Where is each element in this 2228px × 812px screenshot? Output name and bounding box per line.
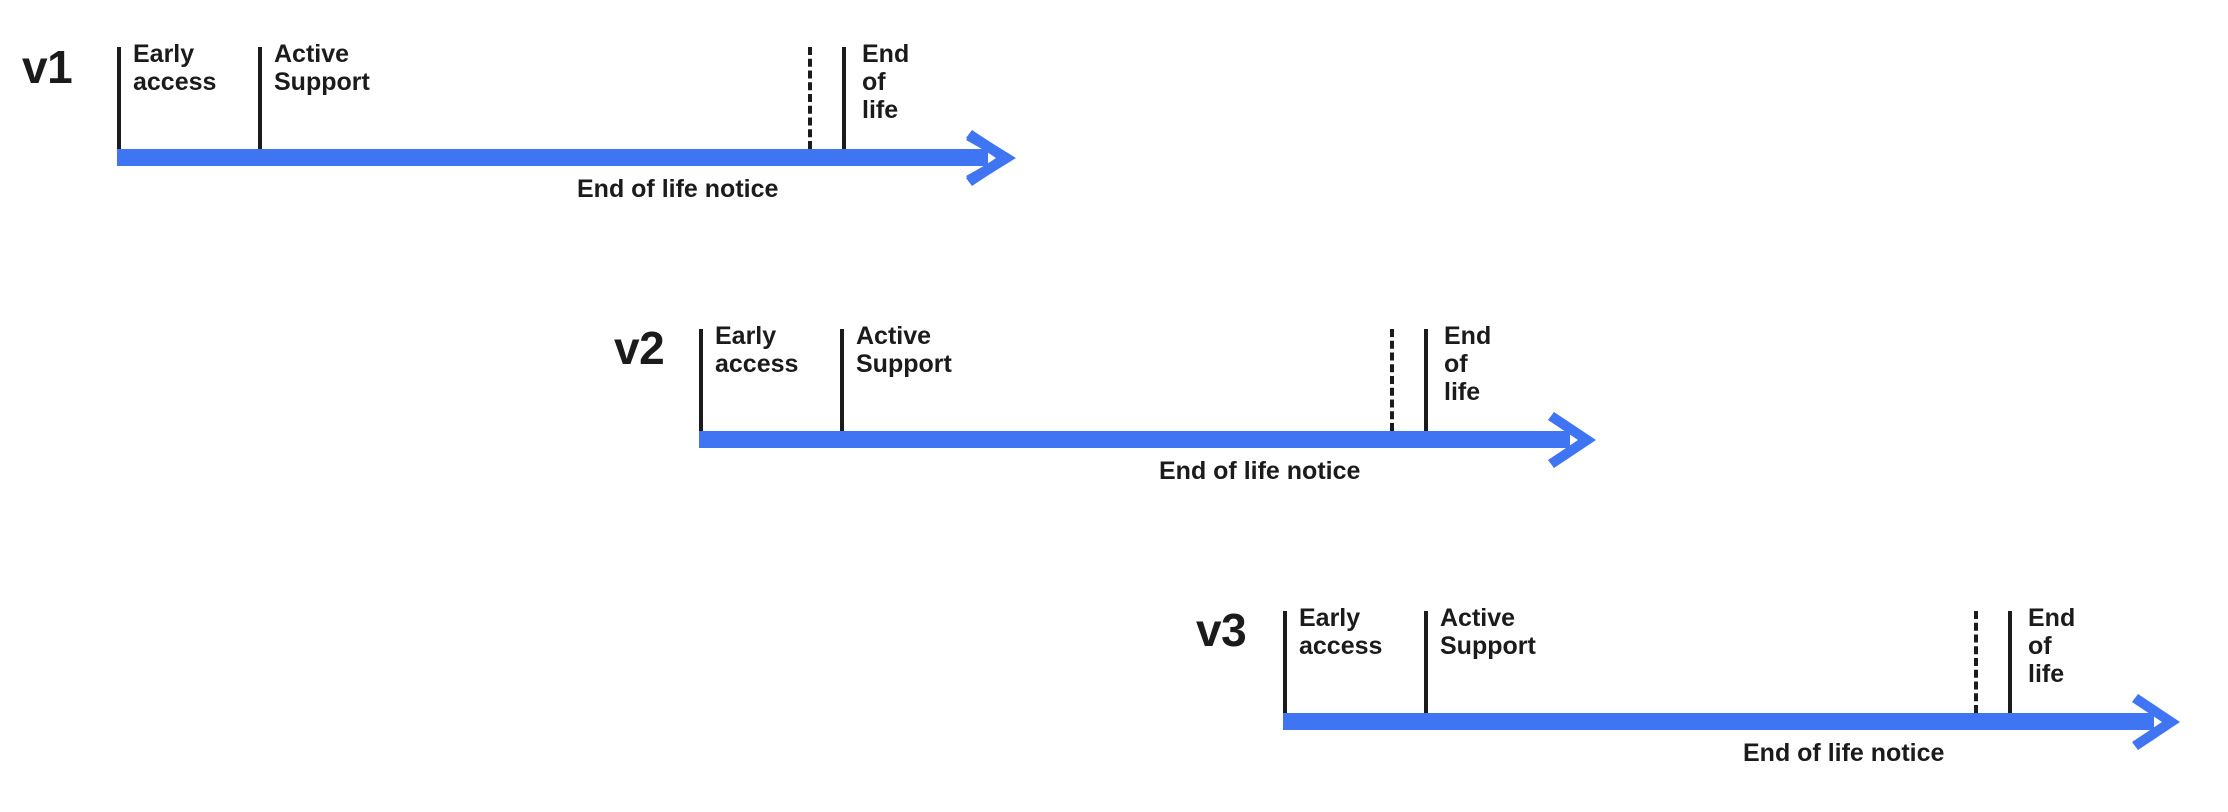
phase-label-active-support-v2: Active Support xyxy=(856,322,952,378)
marker-active-support-start-v1 xyxy=(258,47,262,149)
version-label-v3: v3 xyxy=(1196,604,1247,656)
marker-early-access-start-v2 xyxy=(699,329,703,431)
version-label-v1: v1 xyxy=(22,41,73,93)
marker-early-access-start-v1 xyxy=(117,47,121,149)
phase-label-end-of-life-v1: End of life xyxy=(862,40,910,124)
marker-early-access-start-v3 xyxy=(1283,611,1287,713)
marker-end-of-life-start-v1 xyxy=(842,47,846,149)
timeline-arrow-head-v3 xyxy=(2132,694,2180,750)
phase-label-end-of-life-v3: End of life xyxy=(2028,604,2076,688)
marker-end-of-life-notice-v2 xyxy=(1390,329,1394,431)
timeline-bar-v3 xyxy=(1283,713,2154,730)
marker-end-of-life-notice-v3 xyxy=(1974,611,1978,713)
phase-label-active-support-v3: Active Support xyxy=(1440,604,1536,660)
notice-label-v1: End of life notice xyxy=(577,175,779,203)
notice-label-v2: End of life notice xyxy=(1159,457,1361,485)
phase-label-end-of-life-v2: End of life xyxy=(1444,322,1492,406)
timeline-arrow-head-v1 xyxy=(966,130,1016,186)
marker-active-support-start-v3 xyxy=(1424,611,1428,713)
timeline-arrow-head-v2 xyxy=(1548,412,1596,468)
marker-end-of-life-start-v3 xyxy=(2008,611,2012,713)
phase-label-active-support-v1: Active Support xyxy=(274,40,370,96)
marker-end-of-life-notice-v1 xyxy=(808,47,812,149)
phase-label-early-access-v1: Early access xyxy=(133,40,217,96)
timeline-bar-v1 xyxy=(117,149,988,166)
marker-end-of-life-start-v2 xyxy=(1424,329,1428,431)
notice-label-v3: End of life notice xyxy=(1743,739,1945,767)
timeline-bar-v2 xyxy=(699,431,1570,448)
version-label-v2: v2 xyxy=(614,322,665,374)
phase-label-early-access-v2: Early access xyxy=(715,322,799,378)
marker-active-support-start-v2 xyxy=(840,329,844,431)
phase-label-early-access-v3: Early access xyxy=(1299,604,1383,660)
